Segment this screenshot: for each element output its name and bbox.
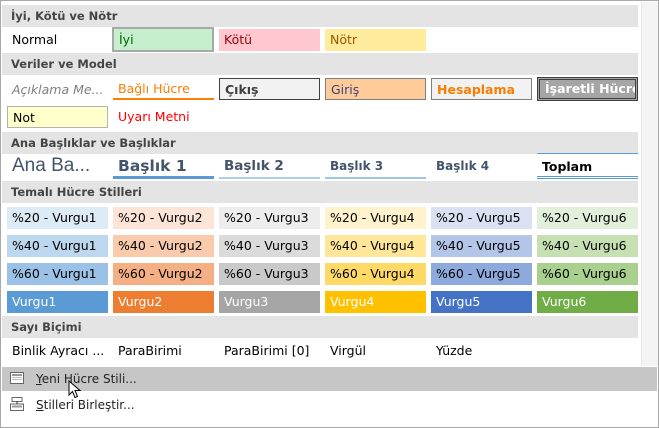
style-bad[interactable]: Kötü [219,29,320,51]
style-total[interactable]: Toplam [537,153,638,179]
style-40-accent3[interactable]: %40 - Vurgu3 [219,235,320,257]
style-output[interactable]: Çıkış [219,78,320,100]
style-60-accent3[interactable]: %60 - Vurgu3 [219,263,320,285]
style-linked-cell[interactable]: Bağlı Hücre [113,78,214,100]
section-header-data-model: Veriler ve Model [2,53,638,75]
style-60-accent1[interactable]: %60 - Vurgu1 [7,263,108,285]
style-comma[interactable]: Binlik Ayracı ... [12,343,105,358]
style-20-accent3[interactable]: %20 - Vurgu3 [219,207,320,229]
new-style-icon [10,372,24,384]
style-accent6[interactable]: Vurgu6 [537,291,638,313]
style-good[interactable]: İyi [112,27,214,52]
style-comma-0[interactable]: Virgül [330,343,366,358]
section-header-number-format: Sayı Biçimi [2,316,638,338]
style-accent3[interactable]: Vurgu3 [219,291,320,313]
style-20-accent5[interactable]: %20 - Vurgu5 [431,207,532,229]
style-currency-0[interactable]: ParaBirimi [0] [224,343,310,358]
section-header-titles: Ana Başlıklar ve Başlıklar [2,132,638,154]
style-percent[interactable]: Yüzde [436,343,473,358]
style-40-accent4[interactable]: %40 - Vurgu4 [325,235,426,257]
style-20-accent2[interactable]: %20 - Vurgu2 [113,207,214,229]
style-accent4[interactable]: Vurgu4 [325,291,426,313]
style-heading-2[interactable]: Başlık 2 [219,153,320,179]
style-currency[interactable]: ParaBirimi [118,343,182,358]
style-60-accent2[interactable]: %60 - Vurgu2 [113,263,214,285]
style-heading-3[interactable]: Başlık 3 [325,153,426,179]
style-40-accent1[interactable]: %40 - Vurgu1 [7,235,108,257]
merge-styles-icon [10,397,24,411]
mouse-cursor-icon [68,380,82,399]
style-20-accent6[interactable]: %20 - Vurgu6 [537,207,638,229]
style-normal[interactable]: Normal [12,32,58,47]
style-40-accent2[interactable]: %40 - Vurgu2 [113,235,214,257]
merge-styles-label: Stilleri Birleştir... [36,398,135,412]
style-title[interactable]: Ana Ba... [12,155,91,176]
gallery-scrollbar[interactable] [641,2,658,366]
style-input[interactable]: Giriş [325,78,426,100]
style-60-accent4[interactable]: %60 - Vurgu4 [325,263,426,285]
style-calculation[interactable]: Hesaplama [431,78,532,100]
new-cell-style-menu-item[interactable]: Yeni Hücre Stili... [2,367,657,399]
style-20-accent4[interactable]: %20 - Vurgu4 [325,207,426,229]
style-60-accent6[interactable]: %60 - Vurgu6 [537,263,638,285]
merge-styles-menu-item[interactable]: Stilleri Birleştir... [2,393,657,417]
new-cell-style-label: Yeni Hücre Stili... [36,372,137,386]
style-heading-1[interactable]: Başlık 1 [113,153,214,179]
style-40-accent5[interactable]: %40 - Vurgu5 [431,235,532,257]
style-heading-4[interactable]: Başlık 4 [436,159,490,173]
style-warning-text[interactable]: Uyarı Metni [118,109,190,124]
style-accent5[interactable]: Vurgu5 [431,291,532,313]
style-20-accent1[interactable]: %20 - Vurgu1 [7,207,108,229]
style-40-accent6[interactable]: %40 - Vurgu6 [537,235,638,257]
style-explanatory[interactable]: Açıklama Me... [12,82,104,97]
style-60-accent5[interactable]: %60 - Vurgu5 [431,263,532,285]
style-accent2[interactable]: Vurgu2 [113,291,214,313]
section-header-themed: Temalı Hücre Stilleri [2,181,638,203]
style-check-cell[interactable]: İşaretli Hücre [537,77,638,101]
style-neutral[interactable]: Nötr [325,29,426,51]
style-accent1[interactable]: Vurgu1 [7,291,108,313]
section-header-good-bad: İyi, Kötü ve Nötr [2,5,638,27]
style-note[interactable]: Not [7,106,108,128]
